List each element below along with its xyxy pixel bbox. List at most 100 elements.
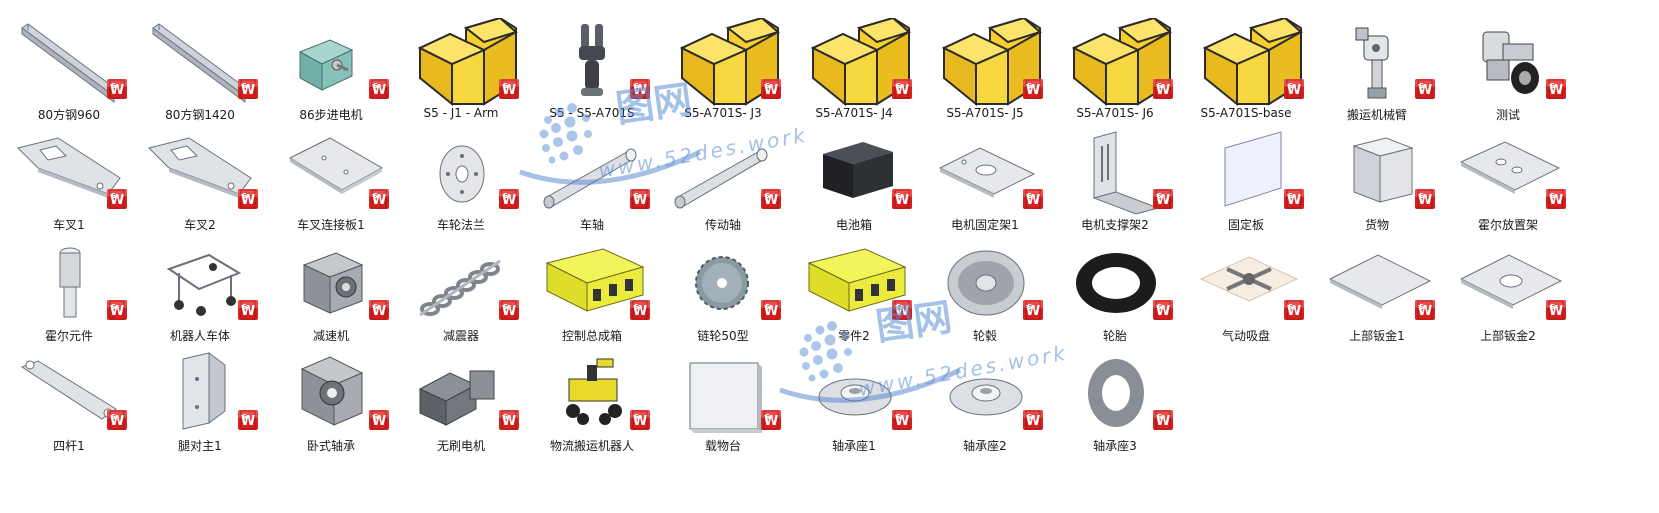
file-name-label: S5-A701S-base	[1200, 106, 1292, 120]
svg-text:W: W	[1026, 414, 1040, 429]
svg-text:W: W	[372, 414, 386, 429]
file-name-label: 86步进电机	[299, 108, 363, 122]
file-name-label: 轴承座3	[1093, 439, 1137, 453]
stepper-motor-icon	[270, 18, 392, 106]
svg-text:W: W	[1026, 193, 1040, 208]
svg-text:W: W	[633, 414, 647, 429]
svg-text:W: W	[895, 304, 909, 319]
gear-reducer-icon	[270, 239, 392, 327]
angle-bracket-icon	[1054, 128, 1176, 216]
svg-text:S: S	[242, 82, 247, 90]
file-name-label: 搬运机械臂	[1346, 108, 1407, 122]
svg-text:W: W	[372, 193, 386, 208]
robot-chassis-icon	[139, 239, 261, 327]
svg-text:W: W	[110, 193, 124, 208]
svg-text:S: S	[765, 82, 770, 90]
square-steel-bar-icon	[139, 18, 261, 106]
flat-plate-icon	[270, 128, 392, 216]
svg-text:S: S	[111, 192, 116, 200]
svg-text:W: W	[372, 83, 386, 98]
svg-text:W: W	[895, 83, 909, 98]
sheet-metal-hole-icon	[1447, 239, 1569, 327]
svg-text:S: S	[1157, 192, 1162, 200]
svg-text:S: S	[1550, 82, 1555, 90]
svg-text:W: W	[1418, 83, 1432, 98]
svg-text:W: W	[1549, 193, 1563, 208]
robot-arm-test-icon	[1447, 18, 1569, 106]
motor-mount-plate-icon	[924, 128, 1046, 216]
svg-text:S: S	[503, 192, 508, 200]
assembly-placeholder-icon	[662, 18, 784, 106]
file-name-label: 车轮法兰	[436, 218, 485, 232]
svg-text:S: S	[765, 192, 770, 200]
file-name-label: 测试	[1495, 108, 1520, 122]
svg-text:S: S	[242, 192, 247, 200]
fork-plate-icon	[8, 128, 130, 216]
wheel-hub-icon	[924, 239, 1046, 327]
svg-text:S: S	[1157, 413, 1162, 421]
file-name-label: 车叉1	[53, 218, 85, 232]
svg-text:S: S	[896, 192, 901, 200]
svg-text:W: W	[502, 193, 516, 208]
assembly-placeholder-icon	[1054, 18, 1176, 106]
svg-text:W: W	[764, 83, 778, 98]
file-name-label: 无刷电机	[436, 439, 485, 453]
file-name-label: 电机固定架1	[951, 218, 1019, 232]
